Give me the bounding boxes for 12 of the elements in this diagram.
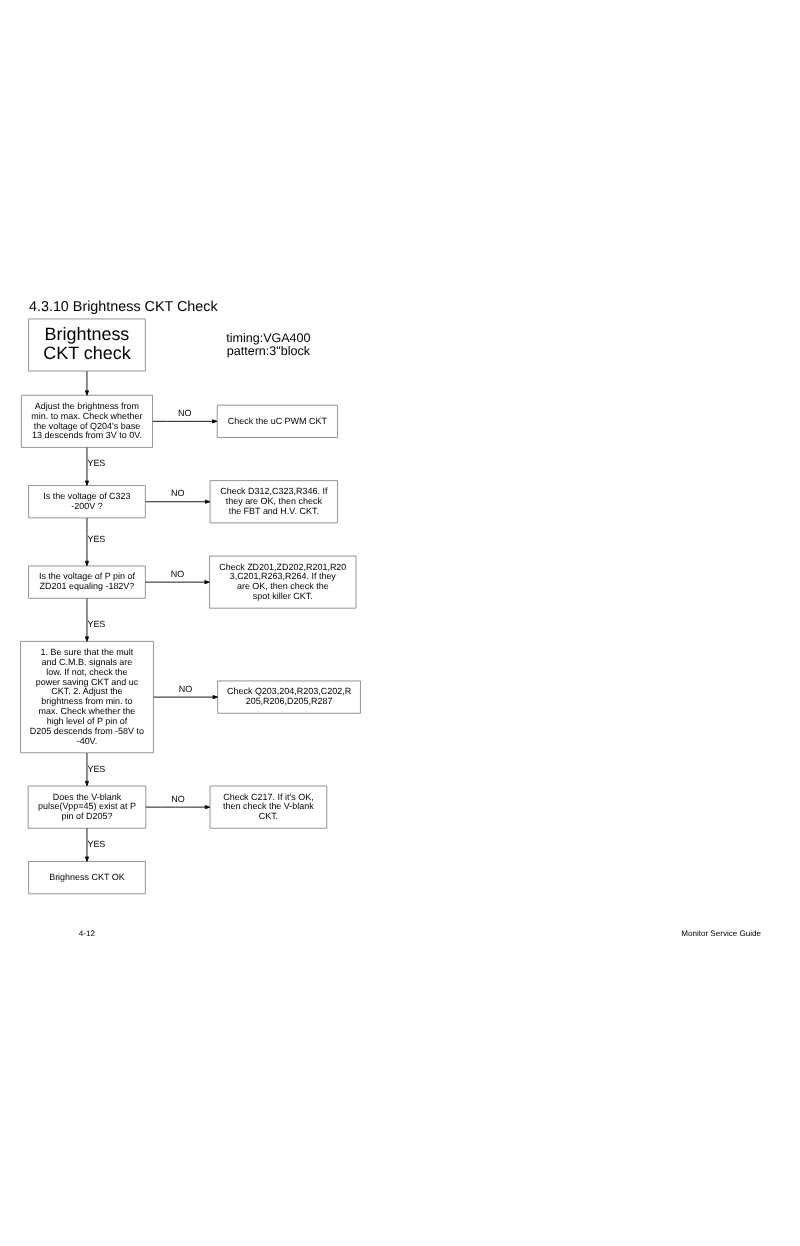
arrow — [145, 580, 210, 585]
arrow — [84, 370, 89, 396]
arrow — [84, 517, 89, 567]
arrow — [84, 827, 89, 862]
node-box: Brightness CKT check — [28, 318, 146, 372]
arrow — [84, 598, 89, 642]
arrow — [152, 419, 218, 424]
arrow — [145, 805, 211, 810]
arrow — [145, 499, 211, 504]
arrow — [84, 752, 89, 787]
arrow — [84, 447, 89, 486]
arrow — [153, 695, 218, 700]
